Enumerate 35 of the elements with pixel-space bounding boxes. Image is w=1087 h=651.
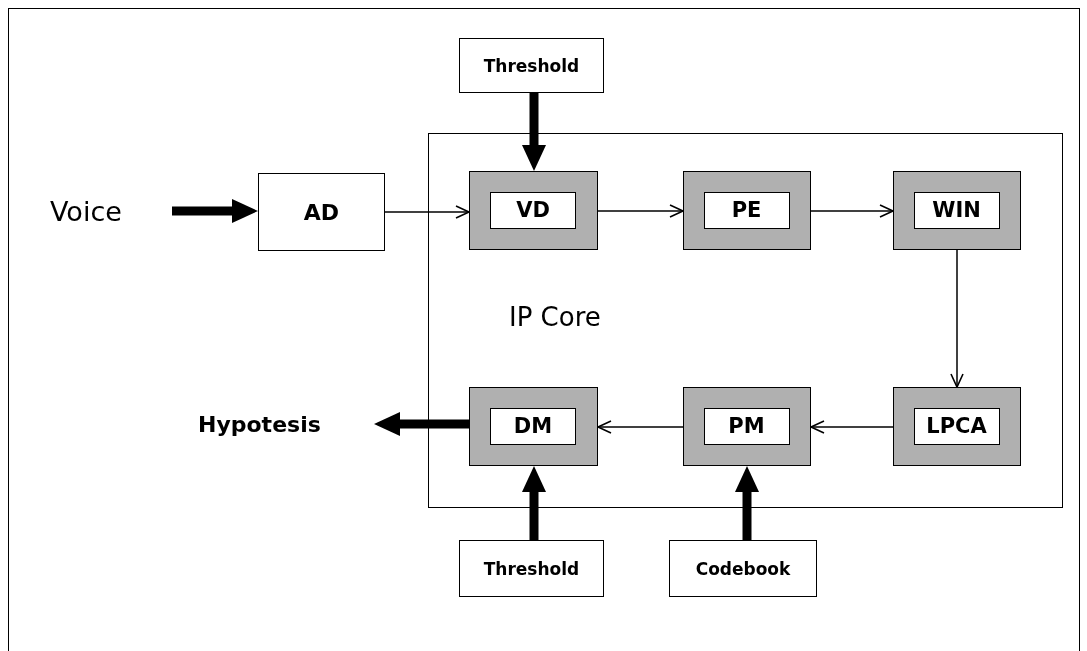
process-box <box>258 173 385 251</box>
arrow <box>522 93 546 171</box>
process-box <box>459 540 604 597</box>
box-label: Threshold <box>483 558 580 579</box>
module-box <box>468 386 598 466</box>
module-label: DM <box>490 407 576 445</box>
input-label: Voice <box>50 190 160 232</box>
arrow <box>810 420 894 434</box>
arrow <box>172 199 258 223</box>
process-box <box>459 38 604 93</box>
arrow <box>374 412 469 436</box>
box-label: Codebook <box>695 558 791 579</box>
arrow <box>522 466 546 540</box>
arrow <box>950 249 964 388</box>
arrow <box>597 204 684 218</box>
module-box <box>682 386 811 466</box>
arrow <box>597 420 684 434</box>
ip-core-container <box>428 133 1063 508</box>
output-label: Hypotesis <box>198 404 370 444</box>
module-label: PE <box>703 191 790 229</box>
process-box <box>669 540 817 597</box>
arrow <box>384 205 470 219</box>
module-label: LPCA <box>913 407 1000 445</box>
module-box <box>682 170 811 250</box>
module-label: VD <box>490 191 576 229</box>
module-label: WIN <box>913 191 1000 229</box>
container-label: IP Core <box>509 302 601 332</box>
box-label: Threshold <box>483 55 580 76</box>
module-box <box>892 170 1021 250</box>
arrow <box>735 466 759 540</box>
module-label: PM <box>703 407 790 445</box>
module-box <box>468 170 598 250</box>
box-label: AD <box>303 199 340 225</box>
arrow <box>810 204 894 218</box>
module-box <box>892 386 1021 466</box>
